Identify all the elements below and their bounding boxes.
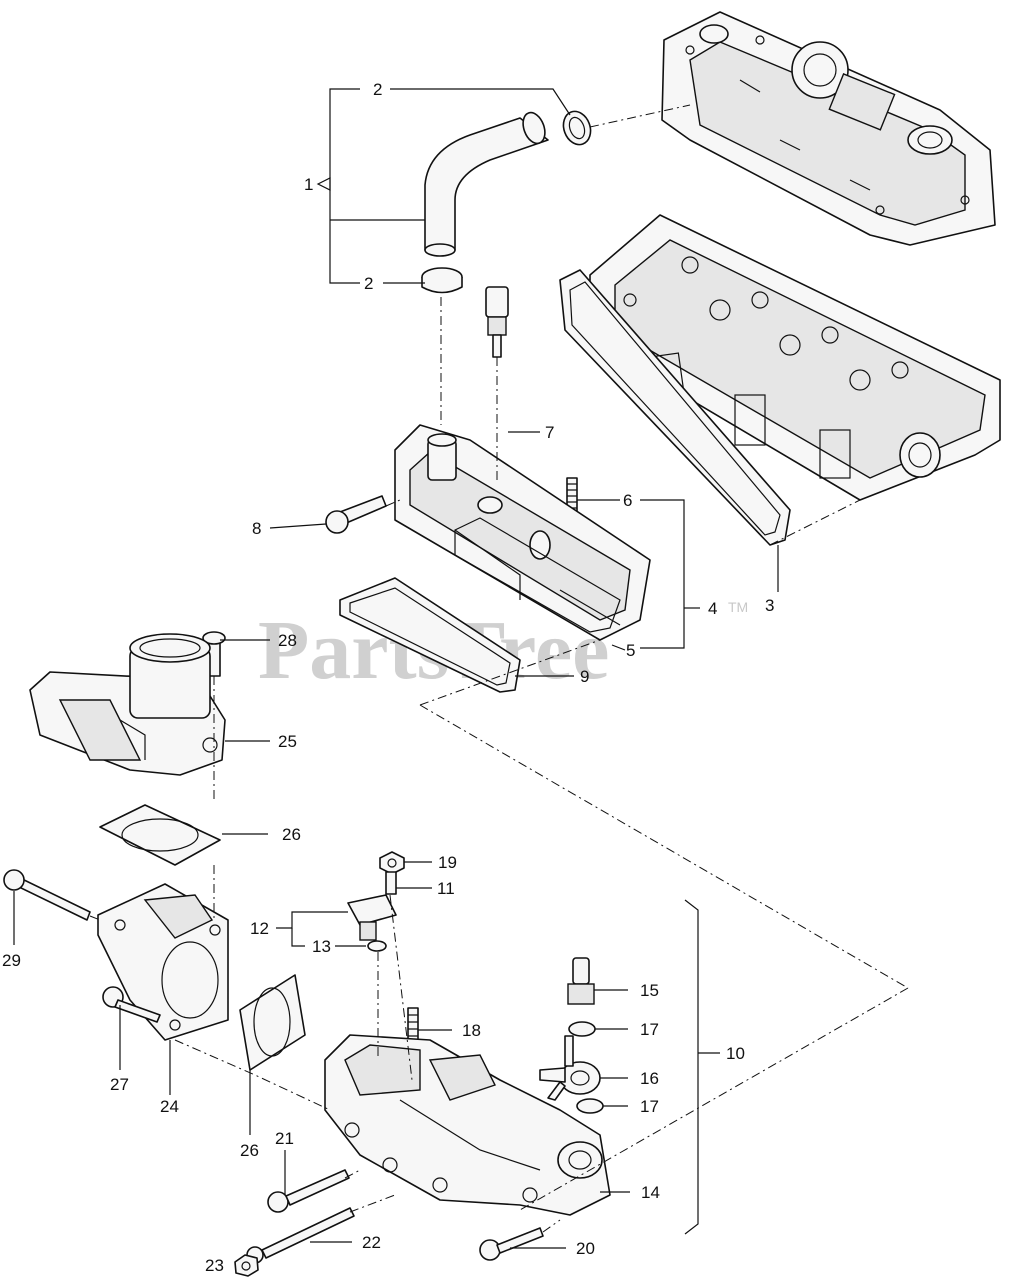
callout-26-lower: 26 xyxy=(240,1141,259,1160)
callout-14: 14 xyxy=(641,1183,660,1202)
intake-gasket xyxy=(339,577,521,693)
callout-17-lower: 17 xyxy=(640,1097,659,1116)
callout-22: 22 xyxy=(362,1233,381,1252)
hex-nut xyxy=(379,851,405,875)
callout-25: 25 xyxy=(278,732,297,751)
callout-10: 10 xyxy=(726,1044,745,1063)
hose-clamp-lower xyxy=(421,267,463,294)
callout-18: 18 xyxy=(462,1021,481,1040)
leader-lines xyxy=(13,88,779,1249)
callout-23: 23 xyxy=(205,1256,224,1275)
callout-4: 4 xyxy=(708,599,717,618)
sealing-washer-upper xyxy=(568,1021,596,1037)
flange-nut xyxy=(234,1254,259,1277)
manifold-gasket xyxy=(454,517,621,633)
sensor-o-ring xyxy=(367,940,387,952)
breather-hose xyxy=(424,111,549,257)
throttle-body xyxy=(29,633,226,776)
callout-6: 6 xyxy=(623,491,632,510)
callout-2-upper: 2 xyxy=(373,80,382,99)
callout-2-lower: 2 xyxy=(364,274,373,293)
callout-24: 24 xyxy=(160,1097,179,1116)
temperature-sensor xyxy=(485,286,509,358)
callout-7: 7 xyxy=(545,423,554,442)
throttle-gasket xyxy=(99,804,221,866)
sensor-stud xyxy=(385,871,397,895)
callout-20: 20 xyxy=(576,1239,595,1258)
callout-29: 29 xyxy=(2,951,21,970)
egr-gasket xyxy=(239,974,306,1071)
cylinder-head xyxy=(589,214,1001,501)
callout-3: 3 xyxy=(765,596,774,615)
callout-21: 21 xyxy=(275,1129,294,1148)
callout-labels: 1 2 2 3 4 5 6 7 8 9 10 11 12 13 14 15 16… xyxy=(2,80,774,1275)
banjo-fitting xyxy=(539,1035,601,1101)
egr-manifold xyxy=(324,1034,611,1216)
long-bolt xyxy=(3,869,91,921)
valve-cover xyxy=(661,11,996,246)
callout-1: 1 xyxy=(304,175,313,194)
pressure-sensor xyxy=(347,894,397,941)
callout-11: 11 xyxy=(437,879,455,898)
callout-9: 9 xyxy=(580,667,589,686)
hose-fitting xyxy=(567,957,595,1005)
hose-clamp-upper xyxy=(562,110,592,146)
callout-8: 8 xyxy=(252,519,261,538)
manifold-bolt-long xyxy=(246,1207,355,1264)
intake-manifold xyxy=(394,424,651,641)
callout-27: 27 xyxy=(110,1075,129,1094)
manifold-bolt-short xyxy=(267,1169,350,1213)
flange-bolt xyxy=(325,495,387,534)
callout-28: 28 xyxy=(278,631,297,650)
callout-16: 16 xyxy=(640,1069,659,1088)
sealing-washer-lower xyxy=(576,1098,604,1114)
callout-17-upper: 17 xyxy=(640,1020,659,1039)
manifold-bolt-lower xyxy=(479,1227,544,1261)
head-gasket xyxy=(559,269,791,546)
adapter-bolt xyxy=(102,986,161,1023)
callout-5: 5 xyxy=(626,641,635,660)
callout-26-upper: 26 xyxy=(282,825,301,844)
callout-13: 13 xyxy=(312,937,331,956)
throttle-adapter xyxy=(97,883,229,1041)
watermark-tm: TM xyxy=(728,599,748,615)
callout-12: 12 xyxy=(250,919,269,938)
callout-19: 19 xyxy=(438,853,457,872)
alignment-lines xyxy=(89,104,909,1233)
callout-15: 15 xyxy=(640,981,659,1000)
